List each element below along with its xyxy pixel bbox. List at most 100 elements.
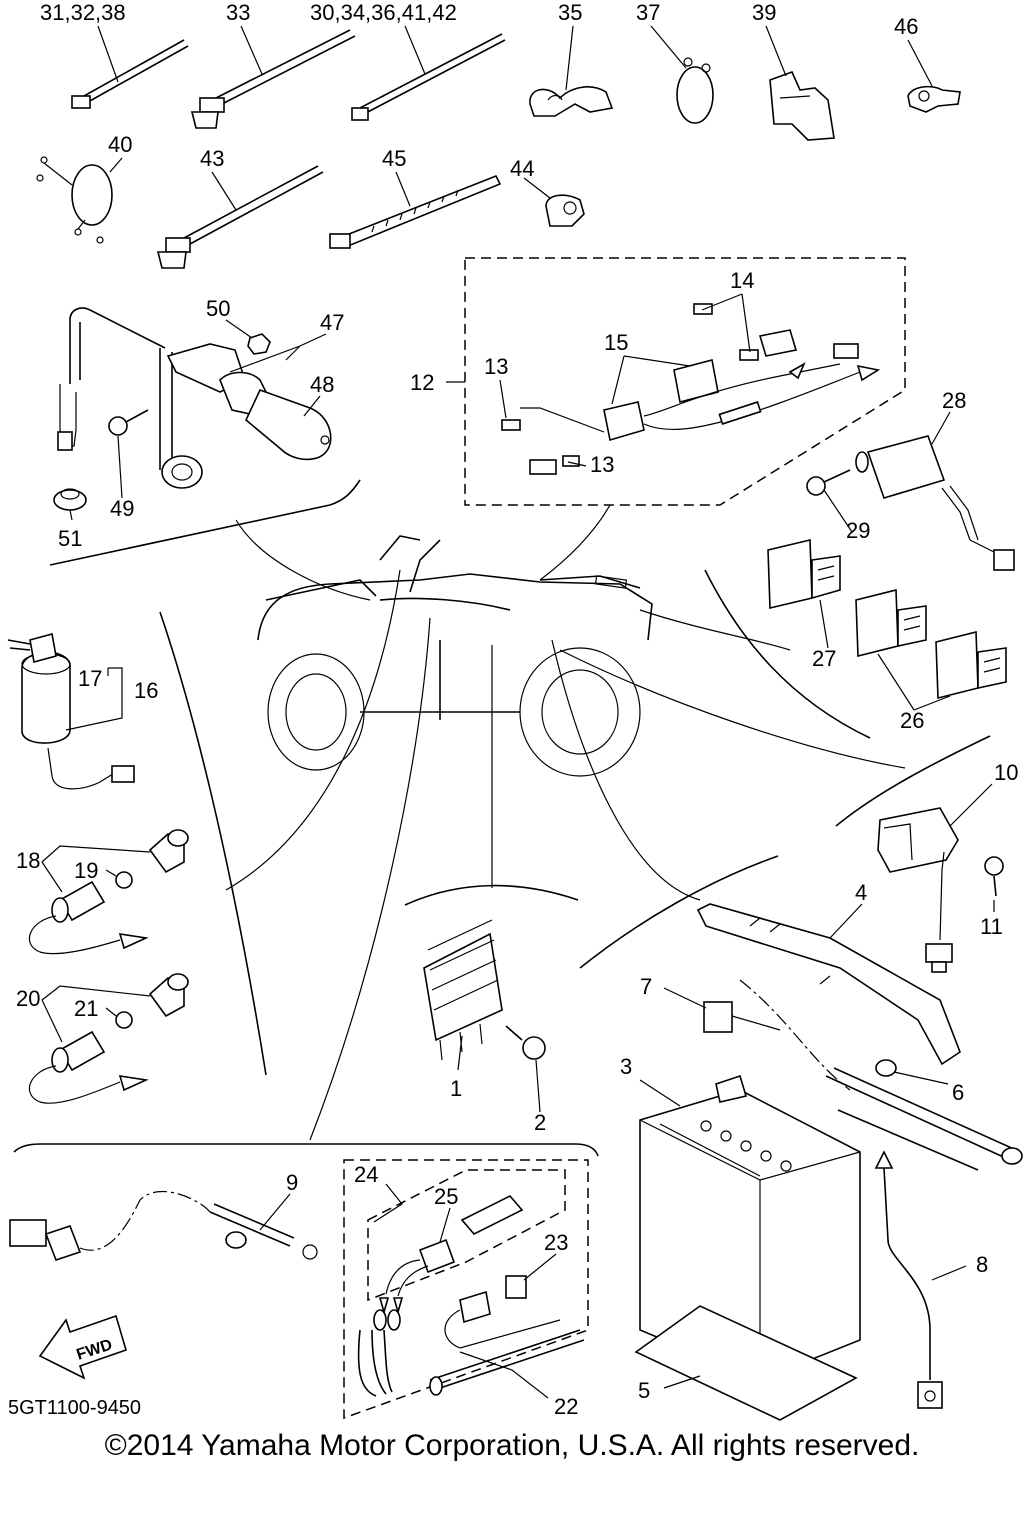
- atv-vehicle: [257, 535, 653, 777]
- battery-band-4: [696, 903, 961, 1066]
- label-13-a: 13: [484, 354, 508, 379]
- fuse-13-a: [501, 419, 521, 431]
- leader-atv-to-battery: [551, 639, 701, 901]
- main-switch-16: [7, 632, 135, 790]
- label-2: 2: [534, 1110, 546, 1135]
- battery-pad-5: [634, 1305, 858, 1421]
- label-30-34-36-41-42: 30,34,36,41,42: [310, 0, 457, 25]
- clamp-35: [529, 86, 614, 117]
- label-37: 37: [636, 0, 660, 25]
- sub-harness-22: [357, 1290, 585, 1397]
- section-border-right-relays: [704, 569, 871, 739]
- leader-atv-to-relays: [639, 609, 791, 651]
- indicator-light-18: [28, 880, 149, 955]
- nut-50: [247, 333, 271, 355]
- label-17: 17: [78, 666, 102, 691]
- fuse-group-frame: [464, 257, 906, 506]
- label-leaders: [41, 25, 995, 1399]
- relay-26-b: [935, 630, 1007, 700]
- leader-atv-to-fusebox: [539, 504, 611, 581]
- screw-29: [806, 469, 851, 496]
- label-6: 6: [952, 1080, 964, 1105]
- copyright-notice: ©2014 Yamaha Motor Corporation, U.S.A. A…: [105, 1429, 920, 1462]
- label-20: 20: [16, 986, 40, 1011]
- label-23: 23: [544, 1230, 568, 1255]
- label-8: 8: [976, 1252, 988, 1277]
- grommet-51: [53, 488, 87, 511]
- label-3: 3: [620, 1054, 632, 1079]
- leader-atv-to-cdi: [559, 649, 906, 769]
- section-border-cdi: [835, 735, 991, 827]
- label-18: 18: [16, 848, 40, 873]
- bolt-2: [505, 1025, 546, 1060]
- clamp-44: [545, 194, 585, 227]
- leader-atv-to-switch: [225, 569, 401, 891]
- label-24: 24: [354, 1162, 378, 1187]
- label-25: 25: [434, 1184, 458, 1209]
- label-44: 44: [510, 156, 534, 181]
- wire-harness-9: [9, 1190, 318, 1262]
- label-15: 15: [604, 330, 628, 355]
- relay-26-a: [855, 588, 927, 658]
- bulb-21: [115, 1011, 133, 1029]
- harness-detail-frame-22: [343, 1159, 589, 1420]
- label-7: 7: [640, 974, 652, 999]
- label-35: 35: [558, 0, 582, 25]
- cable-tie-45: [329, 174, 502, 249]
- label-26: 26: [900, 708, 924, 733]
- section-border-battery: [579, 855, 779, 969]
- section-border-harness: [13, 1143, 599, 1157]
- label-21: 21: [74, 996, 98, 1021]
- battery-cable-8: [874, 1150, 943, 1409]
- fuse-holder-7: [703, 1001, 781, 1033]
- socket-cover-20: [148, 973, 189, 1018]
- label-27: 27: [812, 646, 836, 671]
- label-1: 1: [450, 1076, 462, 1101]
- label-9: 9: [286, 1170, 298, 1195]
- label-46: 46: [894, 14, 918, 39]
- label-10: 10: [994, 760, 1018, 785]
- label-19: 19: [74, 858, 98, 883]
- label-11: 11: [980, 914, 1003, 939]
- label-29: 29: [846, 518, 870, 543]
- fuse-box-15: [603, 343, 881, 442]
- label-45: 45: [382, 146, 406, 171]
- connector-group-frame-24: [367, 1169, 566, 1302]
- cable-tie-30-34-36-41-42: [351, 33, 506, 121]
- label-43: 43: [200, 146, 224, 171]
- diagram-code: 5GT1100-9450: [8, 1397, 141, 1419]
- connector-23: [505, 1275, 527, 1299]
- cdi-unit-10: [877, 807, 959, 973]
- label-51: 51: [58, 526, 82, 551]
- relay-28: [855, 435, 1015, 571]
- battery-cables: [739, 979, 1023, 1171]
- label-39: 39: [752, 0, 776, 25]
- rectifier-regulator-1: [423, 919, 503, 1061]
- clamp-46: [907, 85, 961, 113]
- socket-cover-18: [148, 829, 189, 874]
- label-48: 48: [310, 372, 334, 397]
- bulb-19: [115, 871, 133, 889]
- relay-27: [767, 538, 841, 610]
- label-50: 50: [206, 296, 230, 321]
- label-5: 5: [638, 1378, 650, 1403]
- leader-atv-to-handlebar: [235, 519, 371, 601]
- cable-tie-33: [190, 29, 356, 129]
- battery-cap-6: [875, 1059, 897, 1077]
- clamp-39: [769, 70, 835, 141]
- label-49: 49: [110, 496, 134, 521]
- label-13-b: 13: [590, 452, 614, 477]
- screw-49: [108, 409, 149, 436]
- band-37: [676, 57, 714, 124]
- label-14: 14: [730, 268, 754, 293]
- fwd-arrow: [38, 1314, 127, 1380]
- label-16: 16: [134, 678, 158, 703]
- cable-tie-31-32-38: [71, 39, 189, 109]
- fuse-13-b: [529, 455, 580, 475]
- label-40: 40: [108, 132, 132, 157]
- section-border-top-left: [49, 479, 361, 566]
- cable-tie-43: [156, 165, 324, 269]
- section-border-rectifier: [404, 884, 579, 906]
- screw-11: [984, 856, 1004, 897]
